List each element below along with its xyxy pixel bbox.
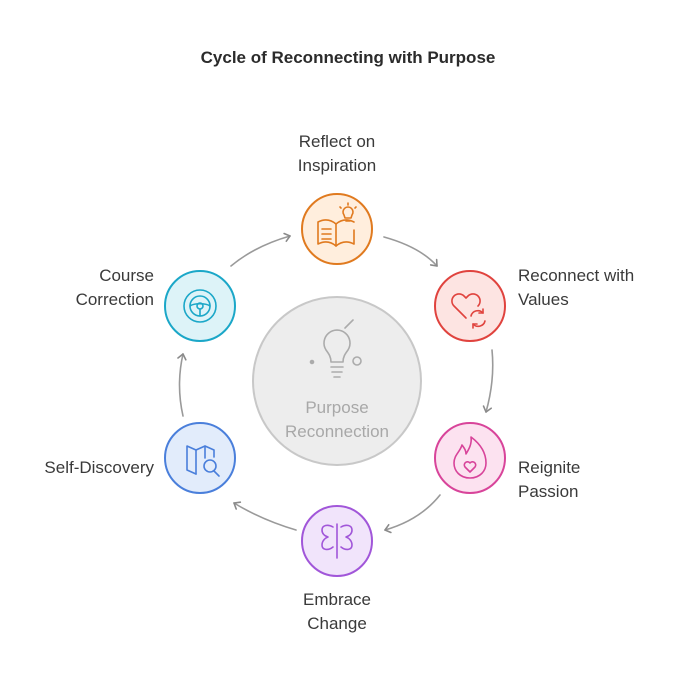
label-embrace-change: Embrace Change	[302, 590, 372, 633]
node-course-correction	[164, 270, 236, 342]
arrow-reflect-to-values	[383, 236, 438, 267]
center-label: Purpose Reconnection	[285, 398, 389, 441]
label-course-correction: Course Correction	[75, 266, 154, 309]
label-reignite-passion: Reignite Passion	[518, 458, 581, 501]
label-self-discovery: Self-Discovery	[44, 458, 154, 477]
node-reignite-passion	[434, 422, 506, 494]
label-reflect-on-inspiration: Reflect on Inspiration	[297, 132, 377, 175]
arrow-correction-to-reflect	[230, 232, 291, 267]
arrow-discovery-to-correction	[177, 353, 187, 417]
arrow-values-to-passion	[482, 349, 494, 413]
map-search-icon	[186, 445, 220, 477]
butterfly-icon	[321, 523, 353, 559]
node-reconnect-with-values	[434, 270, 506, 342]
diagram-title: Cycle of Reconnecting with Purpose	[200, 48, 496, 67]
center-hub	[252, 296, 422, 466]
lightbulb-icon	[309, 319, 362, 378]
node-reflect-on-inspiration	[301, 193, 373, 265]
flame-heart-icon	[453, 436, 487, 479]
book-lightbulb-icon	[317, 202, 357, 247]
node-embrace-change	[301, 505, 373, 577]
node-self-discovery	[164, 422, 236, 494]
steering-wheel-icon	[183, 289, 217, 323]
heart-refresh-icon	[451, 293, 486, 329]
arrow-passion-to-change	[384, 494, 441, 534]
label-reconnect-with-values: Reconnect with Values	[518, 266, 635, 309]
arrow-change-to-discovery	[233, 501, 297, 531]
cycle-arrows	[177, 232, 494, 534]
